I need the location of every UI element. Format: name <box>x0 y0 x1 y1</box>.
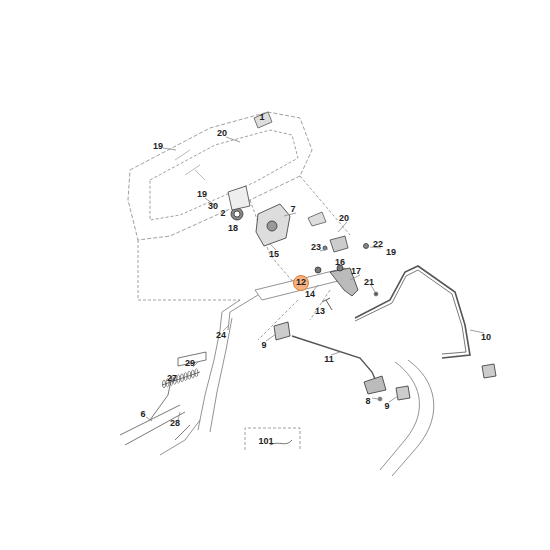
callout-number: 11 <box>324 355 334 364</box>
spring-coil <box>177 375 180 383</box>
callout-number: 30 <box>208 202 218 211</box>
callout-number: 24 <box>216 331 226 340</box>
spring-coil <box>191 370 194 378</box>
callout-number: 20 <box>217 129 227 138</box>
callout-number: 18 <box>228 224 238 233</box>
spring-coil <box>188 371 191 379</box>
callout-number: 19 <box>197 190 207 199</box>
callout-number: 1 <box>259 113 264 122</box>
callout-number: 22 <box>373 240 383 249</box>
callout-number: 101 <box>258 437 273 446</box>
callout-number: 12 <box>296 278 306 287</box>
callout-number: 19 <box>153 142 163 151</box>
callout-number: 6 <box>140 410 145 419</box>
callout-number: 13 <box>315 307 325 316</box>
callout-number: 15 <box>269 250 279 259</box>
callout-number: 14 <box>305 290 315 299</box>
callout-number: 27 <box>167 374 177 383</box>
callout-number: 17 <box>351 267 361 276</box>
callout-number: 21 <box>364 278 374 287</box>
callout-number: 10 <box>481 333 491 342</box>
callout-number: 16 <box>335 258 345 267</box>
callout-number: 9 <box>261 341 266 350</box>
spring-coil <box>181 374 184 382</box>
callout-number: 20 <box>339 214 349 223</box>
callout-number: 7 <box>290 205 295 214</box>
callout-number: 2 <box>220 209 225 218</box>
callout-number: 9 <box>384 402 389 411</box>
spring-coil <box>163 380 166 388</box>
spring-coil <box>195 369 198 377</box>
spring-coil <box>184 373 187 381</box>
callout-number: 23 <box>311 243 321 252</box>
callout-number: 28 <box>170 419 180 428</box>
callout-number: 19 <box>386 248 396 257</box>
callout-number: 29 <box>185 359 195 368</box>
callout-number: 8 <box>365 397 370 406</box>
